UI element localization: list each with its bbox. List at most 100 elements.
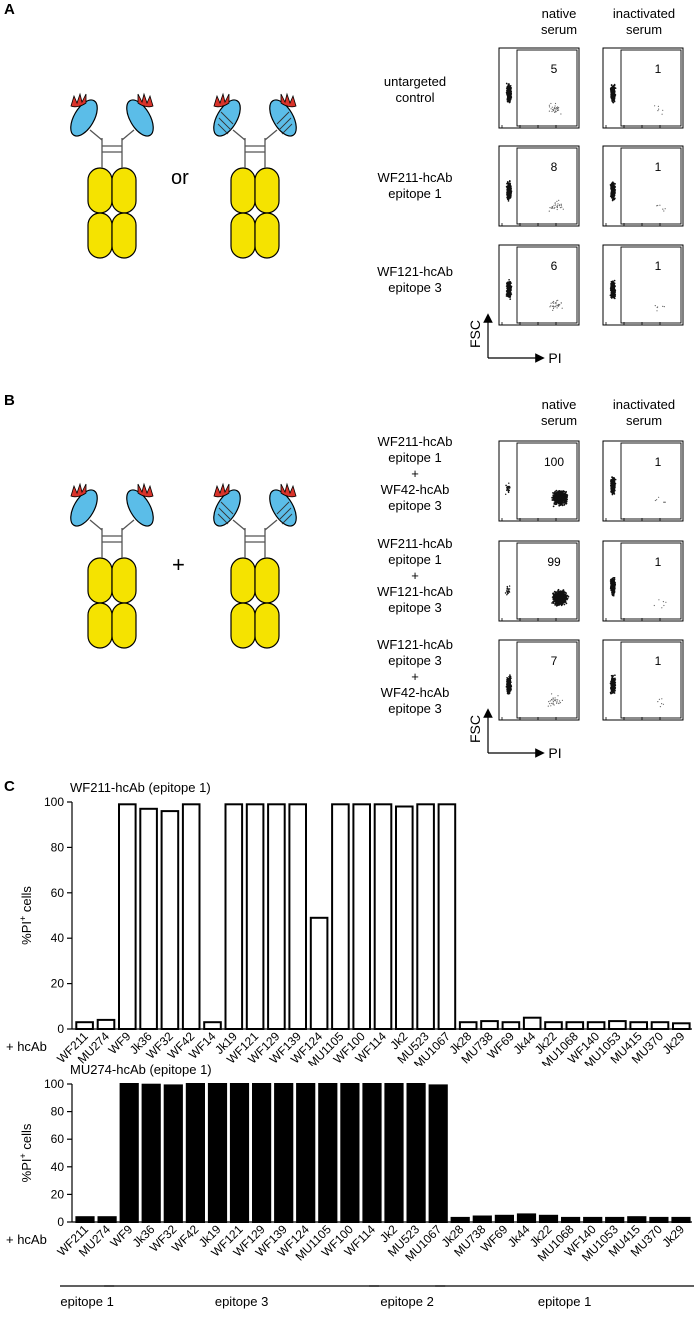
axis-arrows-b: FSC PI — [470, 708, 562, 761]
bar-chart-wf211: WF211-hcAb (epitope 1)%PI+ cells02040608… — [6, 780, 692, 1066]
bar — [416, 803, 435, 1030]
plus-text: + — [172, 552, 185, 577]
fc-domain — [254, 212, 280, 259]
events-cloud — [609, 83, 664, 115]
bar — [472, 1215, 492, 1223]
gate-percent: 99 — [547, 555, 561, 569]
bar — [274, 1083, 294, 1223]
hinge-region — [101, 528, 123, 558]
vhh-domain — [126, 489, 154, 527]
panel-a-condition-3: WF121-hcAb epitope 3 — [377, 264, 453, 295]
bar — [224, 803, 244, 1030]
events-cloud — [505, 278, 563, 311]
hatch-pattern — [217, 501, 293, 525]
cdr-loop — [213, 482, 230, 498]
y-tick-label: 80 — [51, 840, 65, 854]
plot-frame — [498, 244, 580, 326]
bar — [544, 1021, 563, 1030]
plot-frame — [602, 639, 684, 721]
bar — [141, 1083, 161, 1224]
gate-percent: 8 — [551, 160, 558, 174]
antibody-icon-a1 — [70, 92, 154, 259]
hinge-region — [232, 519, 278, 531]
gate-percent: 1 — [655, 62, 662, 76]
cdr-loop — [137, 92, 154, 108]
panel-b-condition-1: WF211-hcAb epitope 1 + WF42-hcAb epitope… — [377, 434, 453, 513]
flow-plot: 1 — [602, 145, 684, 227]
axis-label-pi: PI — [548, 350, 561, 366]
hinge-region — [89, 129, 135, 141]
bar — [203, 1021, 222, 1030]
bar — [565, 1021, 585, 1030]
events-cloud — [505, 82, 562, 115]
bar — [629, 1021, 649, 1030]
hinge-region — [244, 528, 266, 558]
fc-domain — [87, 212, 113, 259]
plot-frame — [602, 440, 684, 522]
hatch-pattern — [217, 111, 293, 135]
gate-box — [620, 641, 682, 719]
plot-frame — [498, 639, 580, 721]
bar — [428, 1084, 448, 1224]
fc-domain — [230, 602, 256, 649]
flow-plot: 1 — [602, 47, 684, 129]
group-label: epitope 2 — [380, 1294, 434, 1309]
flow-plot: 1 — [602, 244, 684, 326]
events-cloud — [609, 674, 664, 708]
or-text: or — [171, 167, 189, 189]
events-cloud — [609, 279, 665, 312]
panel-b-condition-2: WF211-hcAb epitope 1 + WF121-hcAb epitop… — [377, 536, 453, 615]
bar — [522, 1016, 542, 1030]
bar — [395, 805, 414, 1030]
flow-plot: 1 — [602, 639, 684, 721]
axis-label-fsc: FSC — [470, 320, 483, 348]
bar-chart-mu274: MU274-hcAb (epitope 1)%PI+ cells02040608… — [6, 1062, 694, 1309]
fc-domain — [230, 557, 256, 604]
plot-frame — [498, 440, 580, 522]
bar — [373, 803, 393, 1030]
gate-percent: 1 — [655, 555, 662, 569]
bar — [139, 807, 158, 1030]
bar — [97, 1216, 117, 1223]
bar — [181, 803, 201, 1030]
panel-b-header-native: native serum — [540, 397, 578, 428]
bar — [288, 803, 307, 1030]
bar — [118, 803, 137, 1030]
bar — [252, 1083, 272, 1223]
bar — [649, 1216, 669, 1223]
events-cloud — [505, 180, 564, 212]
gate-percent: 5 — [551, 62, 558, 76]
group-label: epitope 1 — [60, 1294, 114, 1309]
bar — [605, 1216, 625, 1223]
fc-domain — [111, 212, 137, 259]
cdr-loop — [280, 92, 297, 108]
gate-percent: 1 — [655, 455, 662, 469]
bar — [75, 1021, 94, 1030]
events-cloud — [610, 476, 666, 503]
flow-plot: 99 — [498, 540, 580, 622]
hinge-region — [232, 129, 278, 141]
bar — [163, 1084, 183, 1224]
gate-percent: 6 — [551, 259, 558, 273]
bar — [75, 1216, 95, 1223]
bar — [309, 916, 329, 1030]
fc-domain — [254, 557, 280, 604]
y-tick-label: 0 — [57, 1215, 64, 1229]
panel-a-label: A — [4, 1, 15, 18]
gate-box — [516, 542, 578, 620]
bar — [207, 1083, 228, 1223]
group-label: epitope 1 — [538, 1294, 592, 1309]
bar — [627, 1216, 647, 1223]
bar — [494, 1214, 514, 1224]
vhh-domain — [70, 99, 98, 137]
vhh-domain — [126, 99, 154, 137]
bar — [352, 803, 371, 1030]
flow-plot: 7 — [498, 639, 580, 721]
antibody-icon-a2 — [213, 92, 297, 259]
events-cloud — [504, 585, 570, 607]
gate-box — [516, 246, 578, 324]
antibody-icon-b1 — [70, 482, 154, 649]
gate-percent: 100 — [544, 455, 564, 469]
cdr-loop — [213, 92, 230, 108]
plot-frame — [498, 540, 580, 622]
